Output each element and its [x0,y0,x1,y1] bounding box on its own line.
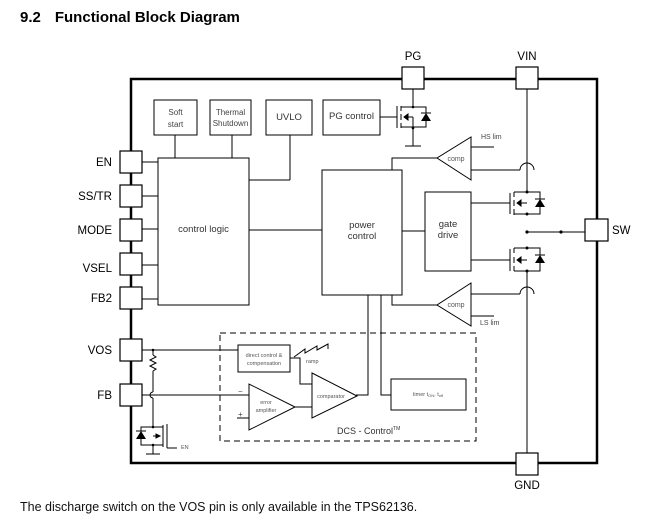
dcs-control-label: DCS - ControlTM [337,426,400,436]
high-side-mosfet [509,191,545,215]
discharge-switch [136,424,177,455]
thermal-shutdown-block: Thermal Shutdown [209,99,252,136]
pin-vin-label: VIN [517,51,536,63]
hs-lim-label: HS lim [481,134,502,141]
section-title: Functional Block Diagram [54,9,240,26]
power-control-line2: control [348,231,377,242]
control-logic-label: control logic [178,224,229,235]
pin-sw-label: SW [612,225,631,237]
dcs-wires [356,295,391,396]
soft-start-block: Soft start [153,99,198,136]
section-heading: 9.2 Functional Block Diagram [20,9,240,26]
pin-vsel-label: VSEL [83,263,113,275]
gate-drive-block: gate drive [424,191,472,272]
hs-comp-label: comp [447,156,464,163]
error-amp-line2: amplifier [256,408,277,414]
comparator-label: comparator [317,394,345,400]
pin-en: EN [96,150,143,174]
ramp-label: ramp [306,359,319,365]
pin-vos: VOS [88,338,143,362]
hs-comparator: comp HS lim [391,134,535,181]
section-number: 9.2 [20,9,41,26]
timer-block: timer tON, toff [390,378,467,411]
footnote: The discharge switch on the VOS pin is o… [20,500,418,514]
pin-pg: PG [401,51,425,90]
pin-en-label: EN [96,157,112,169]
pg-mosfet [380,89,431,147]
pin-mode-label: MODE [78,225,113,237]
feedback-network [142,349,249,427]
pin-gnd: GND [514,452,540,492]
power-rail [526,89,585,453]
thermal-shutdown-line1: Thermal [216,108,246,117]
top-block-wires [174,135,291,181]
error-amp-line1: error [260,400,272,406]
control-logic-pin-wires [142,161,322,300]
thermal-shutdown-line2: Shutdown [213,119,249,128]
pin-sw: SW [584,218,631,242]
gate-drive-line2: drive [438,230,459,241]
pin-vos-label: VOS [88,345,113,357]
ls-comparator: comp LS lim [391,282,535,327]
pin-ss-tr: SS/TR [78,184,143,208]
pin-pg-label: PG [405,51,422,63]
pin-fb: FB [97,383,143,407]
pin-vin: VIN [515,51,539,90]
direct-control-line1: direct control & [246,353,283,359]
pin-ss-tr-label: SS/TR [78,191,112,203]
error-amp-plus: + [238,410,243,419]
power-control-block: power control [321,169,403,296]
pin-mode: MODE [78,218,143,242]
control-logic-block: control logic [157,157,250,306]
pg-control-label: PG control [329,111,374,122]
dcs-control-region [219,332,477,442]
pin-vsel: VSEL [83,252,143,276]
gate-drive-line1: gate [439,219,458,230]
error-amplifier: error amplifier − + [237,383,312,431]
ls-lim-label: LS lim [480,320,500,327]
error-amp-minus: − [238,387,243,396]
soft-start-line2: start [168,120,184,129]
pg-control-block: PG control [322,99,381,136]
pin-fb-label: FB [97,390,112,402]
timer-label: timer tON, toff [413,392,444,398]
pin-fb2: FB2 [91,286,143,310]
direct-control-block: direct control & compensation [237,344,291,373]
uvlo-label: UVLO [276,112,302,123]
soft-start-line1: Soft [168,108,183,117]
power-control-line1: power [349,220,375,231]
pin-gnd-label: GND [514,480,540,492]
direct-control-line2: compensation [247,361,281,367]
pin-fb2-label: FB2 [91,293,112,305]
ls-comp-label: comp [447,302,464,309]
uvlo-block: UVLO [265,99,313,136]
en-bar-label: EN [181,445,189,451]
ramp-symbol: ramp [293,343,329,365]
comparator: comparator [311,372,359,419]
low-side-mosfet [509,247,545,272]
